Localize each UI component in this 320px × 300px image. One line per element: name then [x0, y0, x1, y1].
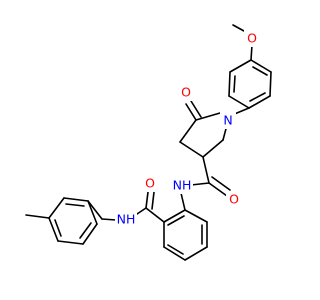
- bond-aryl-ring: [252, 66, 268, 76]
- label-mask: [244, 30, 260, 47]
- atom-label-layer: O N O NH O O NH: [115, 30, 260, 228]
- ring-nitrogen-label: N: [223, 113, 232, 128]
- bond-aryl-ring: [228, 95, 250, 109]
- label-mask: [171, 177, 193, 194]
- bond-aryl-benzamide: [145, 207, 165, 223]
- bond-aryl-ring: [233, 75, 236, 93]
- bond-central-ring: [163, 209, 186, 223]
- label-mask: [226, 191, 242, 208]
- bond-tolyl-ring: [82, 223, 98, 245]
- benzamide-nh-label: NH: [117, 212, 136, 227]
- bond-oxygen-aryl: [250, 44, 253, 61]
- molecule-drawing: O N O NH O O NH: [25, 24, 272, 261]
- bond-aryl-ring: [269, 71, 272, 97]
- bond-aryl-ring: [248, 95, 271, 109]
- bond-aryl-ring: [250, 59, 272, 73]
- bond-aryl-ring: [249, 92, 266, 102]
- bond-nh-methylene: [101, 218, 117, 221]
- bond-tolyl-ring: [65, 203, 85, 207]
- bond-pyrrolidinone: [179, 141, 204, 158]
- label-mask: [220, 112, 236, 129]
- bond-nh-aryl: [180, 192, 186, 211]
- amide-oxygen-label: O: [229, 192, 239, 207]
- bond-tolyl-ring: [48, 197, 65, 219]
- bond-central-ring: [184, 209, 208, 223]
- bond-methylene-aryl: [87, 200, 103, 220]
- bond-central-ring: [167, 215, 185, 226]
- bond-layer: [25, 24, 272, 261]
- bond-tolyl-methyl: [25, 214, 50, 219]
- bond-aryl-ring: [229, 59, 252, 73]
- bond-pyrrolidinone: [195, 112, 221, 121]
- lactam-oxygen-label: O: [181, 85, 191, 100]
- amide-nh-label: NH: [173, 178, 192, 193]
- bond-central-ring: [163, 246, 186, 261]
- bond-ring-carbonyl: [202, 156, 210, 184]
- benzamide-oxygen-label: O: [145, 176, 155, 191]
- bond-lactam-carbonyl: [190, 100, 202, 118]
- methoxy-oxygen-label: O: [247, 31, 257, 46]
- structure-canvas: O N O NH O O NH: [25, 24, 272, 261]
- bond-amide-carbonyl: [211, 176, 231, 191]
- bond-central-ring: [167, 244, 184, 255]
- label-mask: [142, 175, 158, 192]
- bond-carbonyl-nh: [190, 182, 210, 186]
- bond-tolyl-ring: [87, 200, 98, 225]
- bond-central-ring: [184, 246, 208, 261]
- label-mask: [115, 211, 137, 228]
- bond-tolyl-ring: [54, 219, 62, 237]
- bond-tolyl-ring: [48, 217, 59, 242]
- bond-pyrrolidinone: [179, 119, 197, 143]
- bond-benzamide-carbonyl: [145, 191, 149, 209]
- bond-tolyl-ring: [57, 240, 84, 245]
- bond-tolyl-ring: [79, 222, 92, 239]
- bond-amide-carbonyl: [208, 182, 228, 197]
- bond-lactam-carbonyl: [185, 103, 197, 121]
- label-mask: [178, 84, 194, 101]
- bond-benzamide-carbonyl: [151, 191, 155, 210]
- bond-pyrrolidinone: [202, 139, 224, 158]
- bond-aryl-ring: [228, 71, 231, 97]
- bond-tolyl-ring: [63, 197, 89, 202]
- bond-methyl-oxygen: [232, 24, 245, 32]
